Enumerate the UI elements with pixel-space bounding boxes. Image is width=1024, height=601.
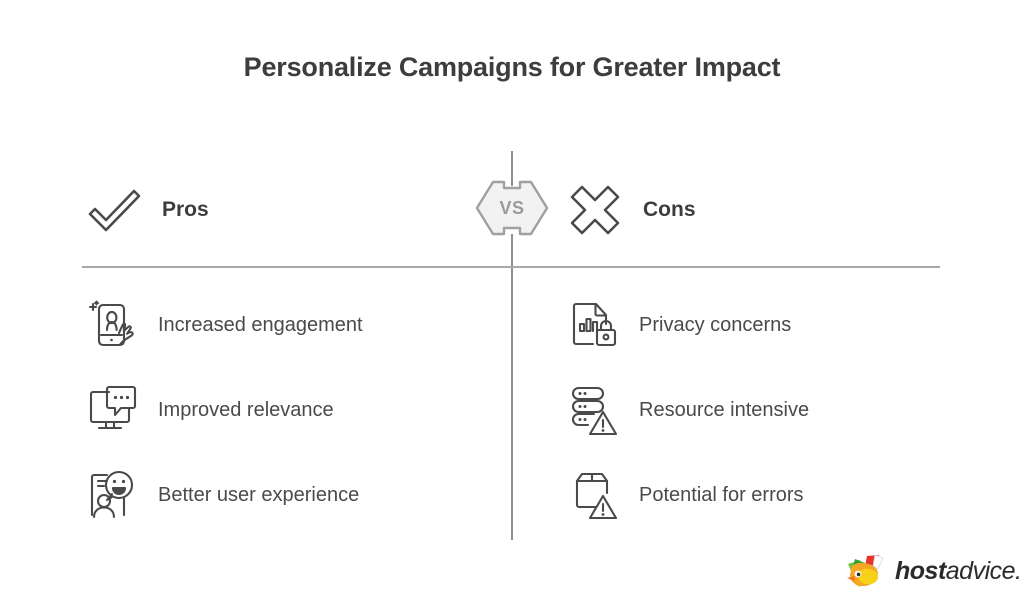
list-item: Privacy concerns bbox=[565, 294, 791, 356]
list-item-label: Potential for errors bbox=[639, 483, 804, 506]
hostadvice-wordmark: hostadvice. bbox=[895, 557, 1022, 586]
list-item-label: Improved relevance bbox=[158, 398, 334, 421]
pros-column-header: Pros bbox=[84, 180, 209, 240]
hostadvice-mascot-icon bbox=[845, 554, 889, 588]
cons-heading: Cons bbox=[643, 198, 696, 221]
list-item-label: Privacy concerns bbox=[639, 313, 792, 336]
page-title: Personalize Campaigns for Greater Impact bbox=[243, 52, 781, 82]
list-item: Improved relevance bbox=[84, 379, 334, 441]
pros-heading: Pros bbox=[162, 198, 209, 221]
server-warning-icon bbox=[565, 381, 623, 439]
checkmark-icon bbox=[84, 180, 144, 240]
list-item-label: Resource intensive bbox=[639, 398, 810, 421]
logo-advice-text: advice. bbox=[945, 556, 1022, 585]
cross-x-icon bbox=[565, 180, 625, 240]
horizontal-divider bbox=[82, 266, 940, 268]
list-item: Increased engagement bbox=[84, 294, 363, 356]
vertical-divider-top bbox=[511, 151, 513, 186]
list-item: Resource intensive bbox=[565, 379, 809, 441]
list-item-label: Better user experience bbox=[158, 483, 360, 506]
hostadvice-logo: hostadvice. bbox=[845, 554, 1022, 588]
list-item: Better user experience bbox=[84, 464, 359, 526]
logo-host-text: host bbox=[895, 556, 946, 585]
cons-column-header: Cons bbox=[565, 180, 696, 240]
monitor-chat-bubble-icon bbox=[84, 381, 142, 439]
list-item: Potential for errors bbox=[565, 464, 804, 526]
box-warning-icon bbox=[565, 466, 623, 524]
vs-label: VS bbox=[499, 197, 525, 218]
list-item-label: Increased engagement bbox=[158, 313, 363, 336]
vs-badge-shape bbox=[473, 177, 551, 239]
vertical-divider-bottom bbox=[511, 234, 513, 540]
person-smiley-bubble-icon bbox=[84, 466, 142, 524]
phone-person-touch-icon bbox=[84, 296, 142, 354]
document-chart-lock-icon bbox=[565, 296, 623, 354]
